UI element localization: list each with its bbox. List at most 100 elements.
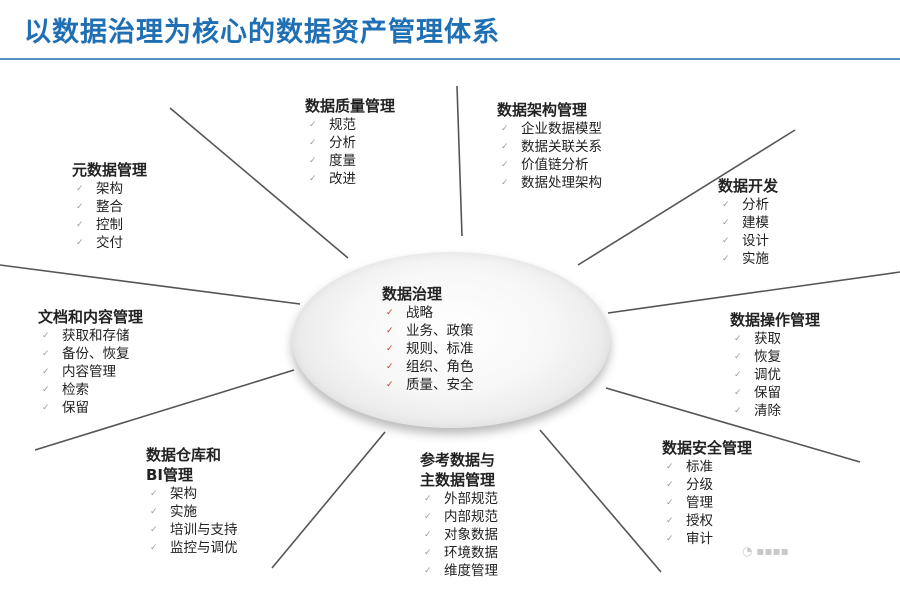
list-item: ✓战略 xyxy=(386,305,433,321)
check-icon: ✓ xyxy=(386,344,394,354)
check-icon: ✓ xyxy=(76,220,84,230)
check-icon: ✓ xyxy=(309,156,317,166)
list-item: ✓清除 xyxy=(734,403,781,419)
check-icon: ✓ xyxy=(501,142,509,152)
arch-title: 数据架构管理 xyxy=(497,101,588,119)
list-item: ✓规范 xyxy=(309,117,356,133)
spoke-ops xyxy=(607,271,900,314)
list-item: ✓分析 xyxy=(722,197,769,213)
dev-title: 数据开发 xyxy=(718,177,779,195)
check-icon: ✓ xyxy=(42,349,50,359)
check-icon: ✓ xyxy=(150,489,158,499)
list-item: ✓管理 xyxy=(666,495,713,511)
arch-block: 数据架构管理 ✓企业数据模型 ✓数据关联关系 ✓价值链分析 ✓数据处理架构 xyxy=(497,100,602,192)
center-title: 数据治理 xyxy=(382,285,443,303)
check-icon: ✓ xyxy=(424,512,432,522)
list-item: ✓备份、恢复 xyxy=(42,346,130,362)
check-icon: ✓ xyxy=(424,494,432,504)
list-item: ✓业务、政策 xyxy=(386,323,474,339)
check-icon: ✓ xyxy=(150,525,158,535)
list-item: ✓标准 xyxy=(666,459,713,475)
list-item: ✓度量 xyxy=(309,153,356,169)
check-icon: ✓ xyxy=(42,385,50,395)
check-icon: ✓ xyxy=(76,184,84,194)
meta-block: 元数据管理 ✓架构 ✓整合 ✓控制 ✓交付 xyxy=(72,160,147,252)
ops-title: 数据操作管理 xyxy=(730,311,821,329)
check-icon: ✓ xyxy=(42,403,50,413)
ref-title-line-2: 主数据管理 xyxy=(420,471,496,489)
page-title: 以数据治理为核心的数据资产管理体系 xyxy=(24,17,500,48)
check-icon: ✓ xyxy=(734,370,742,380)
check-icon: ✓ xyxy=(309,138,317,148)
list-item: ✓内部规范 xyxy=(424,509,498,525)
dw-block: 数据仓库和 BI管理 ✓架构 ✓实施 ✓培训与支持 ✓监控与调优 xyxy=(146,445,238,557)
list-item: ✓架构 xyxy=(150,486,197,502)
check-icon: ✓ xyxy=(424,566,432,576)
list-item: ✓内容管理 xyxy=(42,364,116,380)
meta-title: 元数据管理 xyxy=(72,161,148,179)
check-icon: ✓ xyxy=(722,218,730,228)
list-item: ✓控制 xyxy=(76,217,123,233)
quality-block: 数据质量管理 ✓规范 ✓分析 ✓度量 ✓改进 xyxy=(305,96,395,188)
check-icon: ✓ xyxy=(76,202,84,212)
list-item: ✓恢复 xyxy=(734,349,781,365)
list-item: ✓实施 xyxy=(150,504,197,520)
check-icon: ✓ xyxy=(666,480,674,490)
list-item: ✓价值链分析 xyxy=(501,157,589,173)
check-icon: ✓ xyxy=(734,352,742,362)
list-item: ✓分析 xyxy=(309,135,356,151)
list-item: ✓整合 xyxy=(76,199,123,215)
check-icon: ✓ xyxy=(386,380,394,390)
dw-title-line-1: 数据仓库和 xyxy=(146,446,222,464)
list-item: ✓保留 xyxy=(42,400,89,416)
list-item: ✓获取 xyxy=(734,331,781,347)
spoke-quality xyxy=(169,107,349,259)
list-item: ✓调优 xyxy=(734,367,781,383)
spoke-arch xyxy=(456,85,463,237)
list-item: ✓规则、标准 xyxy=(386,341,474,357)
ops-block: 数据操作管理 ✓获取 ✓恢复 ✓调优 ✓保留 ✓清除 xyxy=(730,310,820,420)
check-icon: ✓ xyxy=(501,124,509,134)
check-icon: ✓ xyxy=(386,308,394,318)
list-item: ✓环境数据 xyxy=(424,545,498,561)
list-item: ✓改进 xyxy=(309,171,356,187)
list-item: ✓监控与调优 xyxy=(150,540,238,556)
check-icon: ✓ xyxy=(501,160,509,170)
center-ellipse xyxy=(292,252,610,428)
check-icon: ✓ xyxy=(734,388,742,398)
list-item: ✓架构 xyxy=(76,181,123,197)
check-icon: ✓ xyxy=(42,367,50,377)
check-icon: ✓ xyxy=(666,462,674,472)
list-item: ✓对象数据 xyxy=(424,527,498,543)
check-icon: ✓ xyxy=(666,516,674,526)
check-icon: ✓ xyxy=(386,326,394,336)
list-item: ✓企业数据模型 xyxy=(501,121,602,137)
dev-block: 数据开发 ✓分析 ✓建模 ✓设计 ✓实施 xyxy=(718,176,778,268)
check-icon: ✓ xyxy=(150,543,158,553)
check-icon: ✓ xyxy=(309,174,317,184)
check-icon: ✓ xyxy=(734,406,742,416)
doc-title: 文档和内容管理 xyxy=(38,308,144,326)
spoke-dev xyxy=(577,129,796,266)
watermark-logo: ◔ ▪▪▪▪ xyxy=(742,544,789,558)
check-icon: ✓ xyxy=(76,238,84,248)
list-item: ✓维度管理 xyxy=(424,563,498,579)
check-icon: ✓ xyxy=(42,331,50,341)
list-item: ✓建模 xyxy=(722,215,769,231)
list-item: ✓设计 xyxy=(722,233,769,249)
list-item: ✓数据关联关系 xyxy=(501,139,602,155)
spoke-dw xyxy=(271,431,386,569)
check-icon: ✓ xyxy=(150,507,158,517)
check-icon: ✓ xyxy=(722,200,730,210)
list-item: ✓授权 xyxy=(666,513,713,529)
list-item: ✓组织、角色 xyxy=(386,359,474,375)
security-title: 数据安全管理 xyxy=(662,439,753,457)
spoke-ref xyxy=(539,429,662,573)
doc-block: 文档和内容管理 ✓获取和存储 ✓备份、恢复 ✓内容管理 ✓检索 ✓保留 xyxy=(38,307,143,417)
check-icon: ✓ xyxy=(722,254,730,264)
quality-title: 数据质量管理 xyxy=(305,97,396,115)
check-icon: ✓ xyxy=(424,548,432,558)
list-item: ✓获取和存储 xyxy=(42,328,130,344)
check-icon: ✓ xyxy=(666,534,674,544)
